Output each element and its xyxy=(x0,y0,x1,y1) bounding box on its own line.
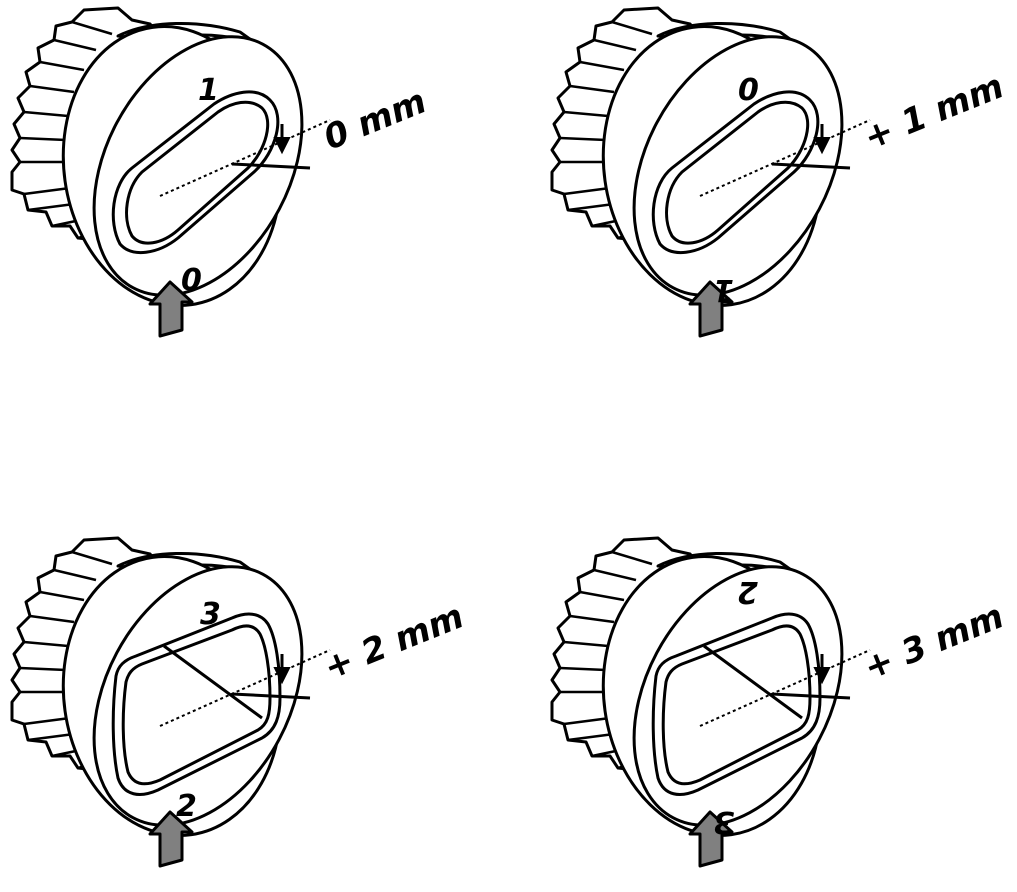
ring-number-bottom: 1 xyxy=(713,272,734,307)
dial-plus-3mm: 2 3 + 3 mm xyxy=(550,529,1009,868)
dial-plus-1mm: 0 1 + 1 mm xyxy=(550,0,1009,338)
ring-number-bottom: 0 xyxy=(181,263,202,298)
ring-number-top: 2 xyxy=(737,574,758,609)
offset-label: + 3 mm xyxy=(858,596,1009,688)
offset-label: 0 mm xyxy=(318,81,432,158)
offset-label: + 1 mm xyxy=(858,66,1009,158)
dial-0mm: 1 0 0 mm xyxy=(10,0,432,338)
dial-plus-2mm: 3 2 + 2 mm xyxy=(10,529,469,868)
ring-number-bottom: 3 xyxy=(713,804,734,839)
ring-number-top: 0 xyxy=(738,73,759,108)
ring-number-top: 1 xyxy=(198,73,219,108)
ring-number-bottom: 2 xyxy=(176,789,197,824)
offset-label: + 2 mm xyxy=(318,596,469,688)
ring-number-top: 3 xyxy=(200,597,221,632)
